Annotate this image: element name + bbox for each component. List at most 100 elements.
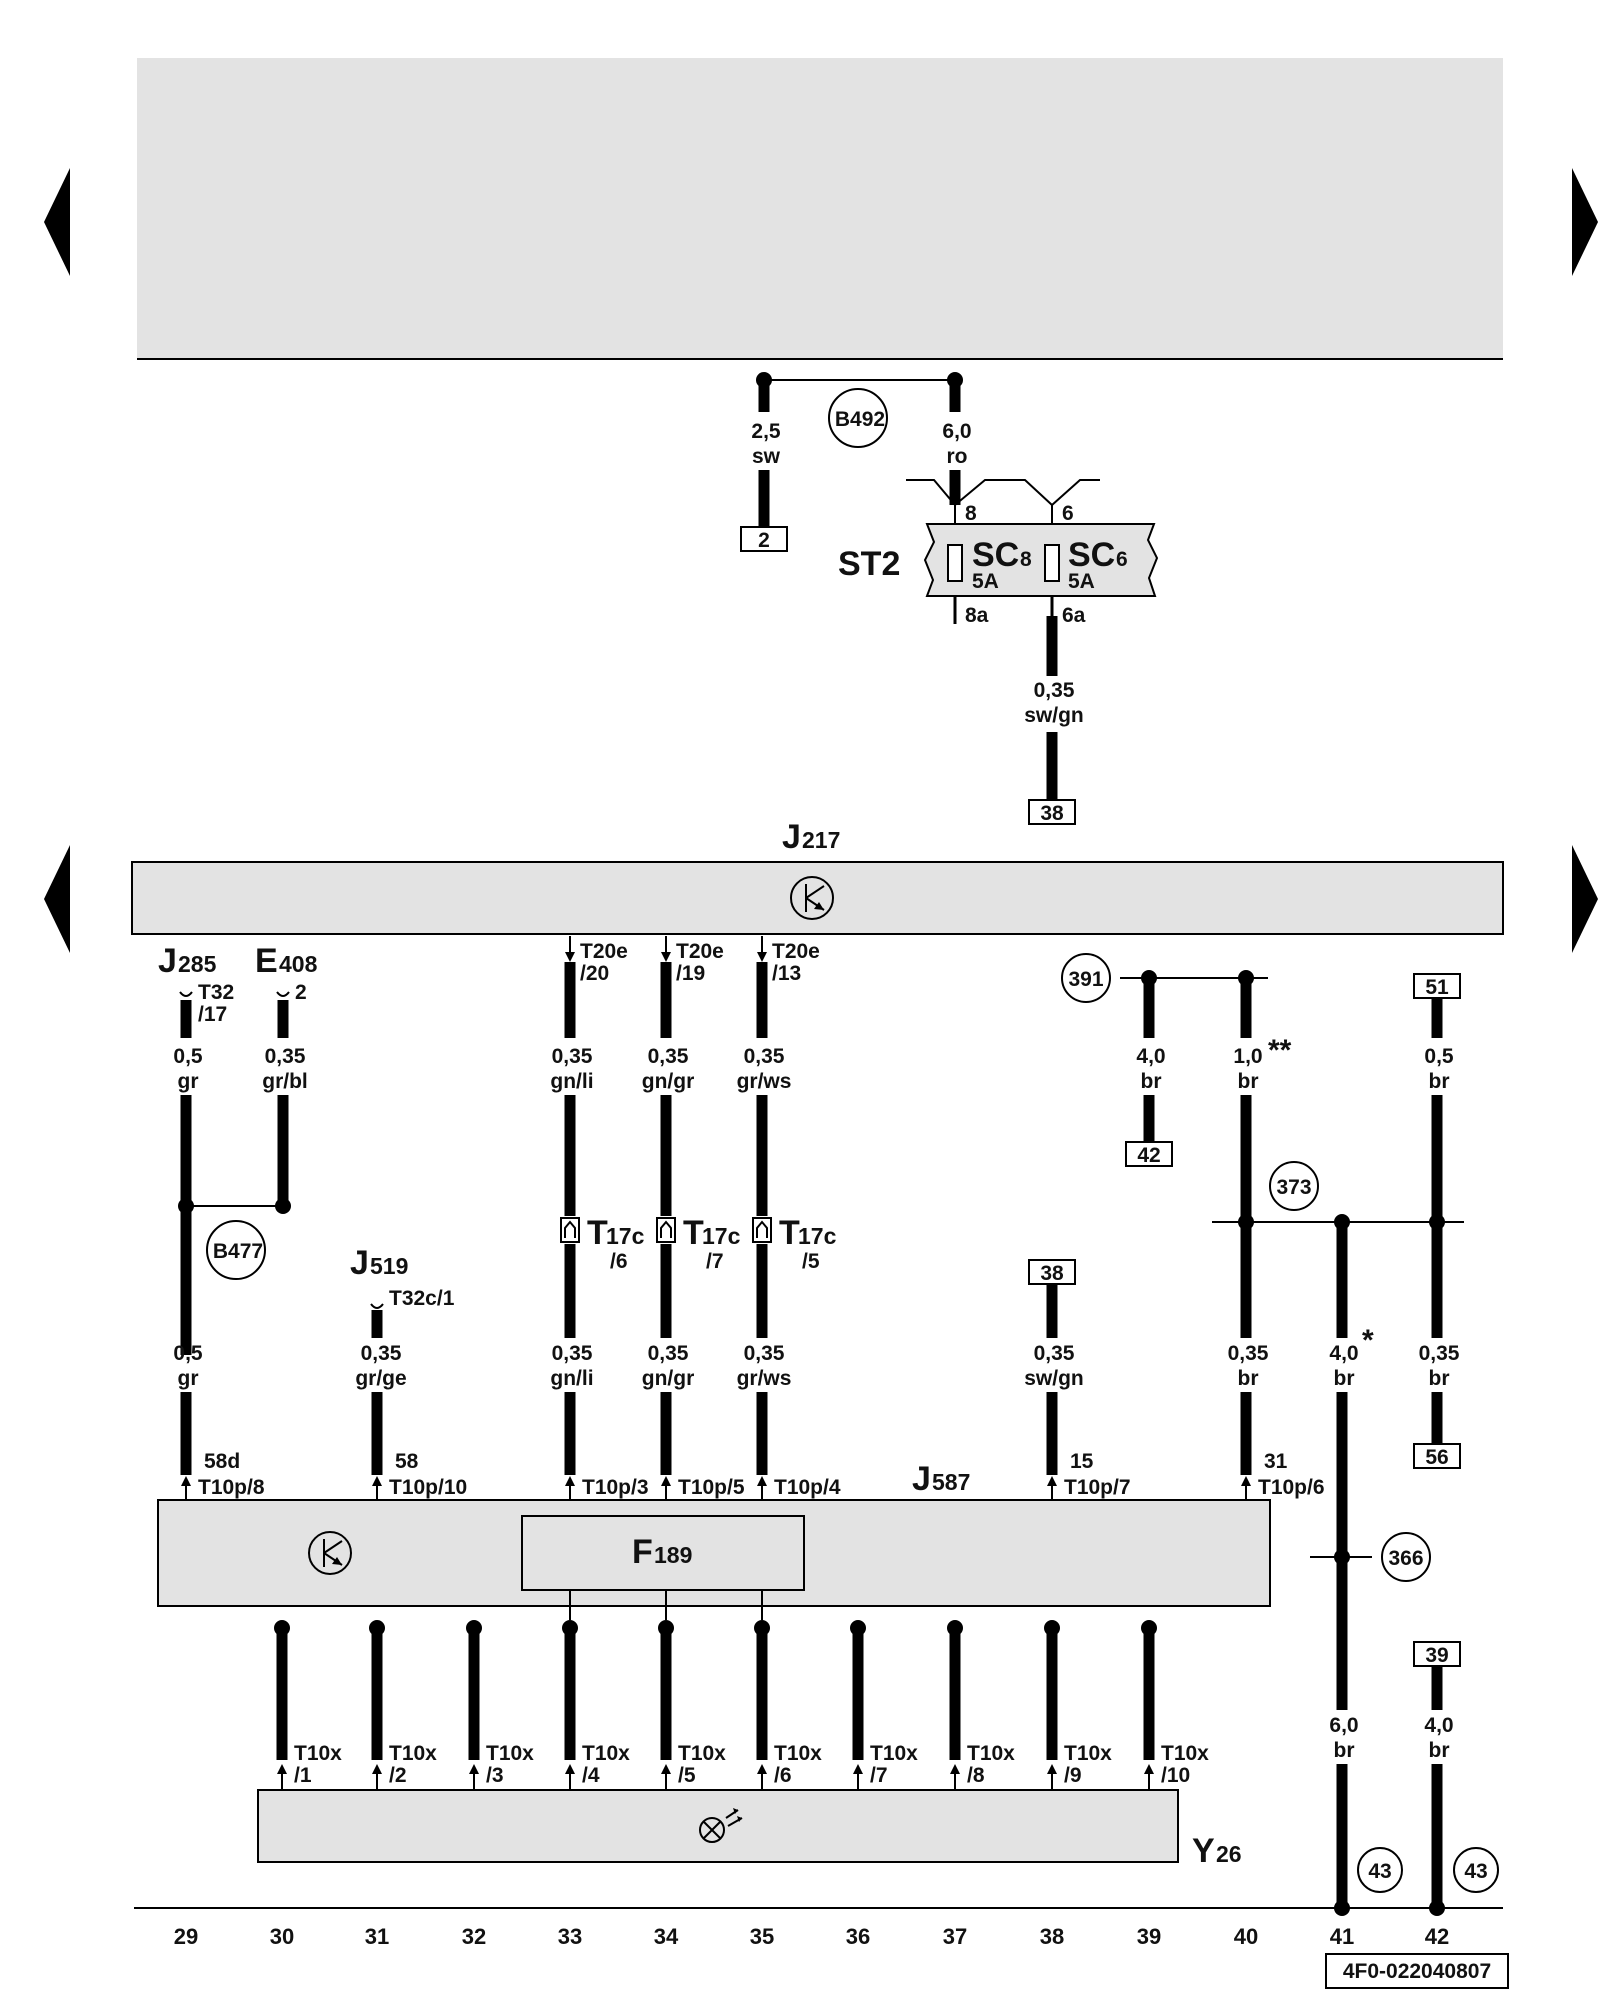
wire-gn-gr-t10p-5: 0,35 gn/gr T10p/5 [642,1244,745,1516]
svg-text:T10x: T10x [389,1742,437,1765]
svg-text:B477: B477 [213,1240,263,1263]
svg-text:gr/ws: gr/ws [737,1070,792,1093]
svg-text:58: 58 [395,1450,419,1473]
svg-text:Y: Y [1192,1832,1215,1870]
svg-text:56: 56 [1425,1446,1448,1469]
wire-gr-ge-58: 0,35 gr/ge 58 T10p/10 [355,1310,467,1500]
svg-text:0,35: 0,35 [1034,1342,1075,1365]
svg-text:br: br [1334,1739,1355,1762]
svg-text:sw: sw [752,445,781,468]
t10x-wire-4: T10x/4 [562,1590,630,1790]
svg-text:15: 15 [1070,1450,1094,1473]
next-page-arrow-lower[interactable] [1572,845,1598,953]
svg-text:31: 31 [365,1924,389,1949]
svg-text:0,35: 0,35 [1419,1342,1460,1365]
svg-text:0,35: 0,35 [1228,1342,1269,1365]
svg-text:/7: /7 [870,1764,888,1787]
svg-text:T32: T32 [198,981,234,1004]
svg-text:0,5: 0,5 [1424,1045,1454,1068]
wire-ro-6: 6,0 ro [942,372,972,505]
svg-text:*: * [1362,1324,1374,1357]
svg-text:/5: /5 [802,1250,820,1273]
svg-text:51: 51 [1425,976,1449,999]
splice-391: 391 [1061,953,1111,1003]
svg-text:sw/gn: sw/gn [1024,1367,1084,1390]
svg-text:43: 43 [1464,1860,1487,1883]
j285-label: J 285 [158,942,217,980]
svg-text:T32c/1: T32c/1 [389,1287,455,1310]
svg-text:17c: 17c [606,1223,645,1249]
svg-text:gr/ws: gr/ws [737,1367,792,1390]
f189-switch-box [521,1515,805,1591]
svg-text:33: 33 [558,1924,582,1949]
svg-text:36: 36 [846,1924,870,1949]
svg-text:T: T [779,1214,800,1252]
splice-b492: B492 [828,388,888,448]
j217-label: J 217 [782,818,840,856]
svg-text:0,35: 0,35 [265,1045,306,1068]
svg-text:/5: /5 [678,1764,696,1787]
svg-text:T10x: T10x [967,1742,1015,1765]
svg-text:4,0: 4,0 [1329,1342,1358,1365]
svg-text:F: F [632,1533,653,1571]
svg-text:E: E [255,942,278,980]
svg-text:SC: SC [972,536,1019,574]
prev-page-arrow-lower[interactable] [44,845,70,953]
svg-text:0,35: 0,35 [648,1342,689,1365]
wire-gr-58d: 0,5 gr 58d T10p/8 [173,1340,265,1500]
svg-text:/7: /7 [706,1250,724,1273]
wire-br-31: 0,35 br 31 T10p/6 [1228,1222,1325,1500]
svg-text:0,5: 0,5 [173,1342,203,1365]
svg-text:gn/gr: gn/gr [642,1367,695,1390]
svg-text:gr/ge: gr/ge [355,1367,406,1390]
svg-text:8a: 8a [965,604,989,627]
wire-sw-gn-38-top: 0,35 sw/gn 38 [1024,616,1084,825]
svg-text:32: 32 [462,1924,486,1949]
wire-br-39: 39 4,0 br [1413,1641,1461,1916]
svg-text:519: 519 [370,1253,408,1279]
svg-text:/8: /8 [967,1764,985,1787]
st2-bridge-line [906,479,1100,507]
wire-br-56: 0,35 br 56 [1413,1222,1461,1469]
next-page-arrow-upper[interactable] [1572,168,1598,276]
svg-text:2: 2 [758,529,770,552]
svg-text:T10x: T10x [294,1742,342,1765]
svg-text:39: 39 [1137,1924,1161,1949]
wire-gn-li-t10p-3: 0,35 gn/li T10p/3 [550,1244,649,1516]
svg-text:42: 42 [1425,1924,1449,1949]
svg-text:br: br [1334,1367,1355,1390]
y26-mirror-unit [257,1789,1179,1863]
svg-text:T20e: T20e [676,940,724,963]
prev-page-arrow-upper[interactable] [44,168,70,276]
wire-gr-bl-e408: 2 0,35 gr/bl [262,981,308,1214]
t10x-wires: T10x/1 T10x/2 T10x/3 T10x/4 T10x/5 T10x/… [274,1590,1209,1790]
svg-text:37: 37 [943,1924,967,1949]
wire-gn-gr-t20e-19: T20e /19 0,35 gn/gr [642,936,724,1216]
svg-text:391: 391 [1068,968,1103,991]
svg-text:2,5: 2,5 [751,420,781,443]
svg-text:gn/gr: gn/gr [642,1070,695,1093]
top-grey-panel [137,58,1503,359]
svg-text:/19: /19 [676,962,705,985]
svg-text:T10p/7: T10p/7 [1064,1476,1131,1499]
svg-text:br: br [1429,1367,1450,1390]
svg-text:58d: 58d [204,1450,240,1473]
j587-label: J 587 [912,1460,970,1498]
splice-dot-366 [1334,1549,1350,1565]
svg-text:4,0: 4,0 [1424,1714,1453,1737]
svg-text:366: 366 [1388,1547,1423,1570]
svg-text:ro: ro [947,445,968,468]
t10x-wire-5: T10x/5 [658,1590,726,1790]
wire-gr-ws-t10p-4: 0,35 gr/ws T10p/4 [737,1244,841,1516]
t10x-wire-8: T10x/8 [947,1620,1015,1790]
svg-text:0,35: 0,35 [744,1342,785,1365]
svg-text:SC: SC [1068,536,1115,574]
splice-dot-b477 [178,1198,194,1214]
wire-br-4-0-ground: 4,0 * br [1329,1222,1374,1710]
svg-text:T20e: T20e [772,940,820,963]
wire-gr-j285: T32 /17 0,5 gr [173,981,234,1340]
svg-text:5A: 5A [1068,570,1095,593]
svg-text:6,0: 6,0 [942,420,971,443]
ground-point-43-b: 43 [1453,1847,1499,1893]
t10x-wire-10: T10x/10 [1141,1620,1209,1790]
